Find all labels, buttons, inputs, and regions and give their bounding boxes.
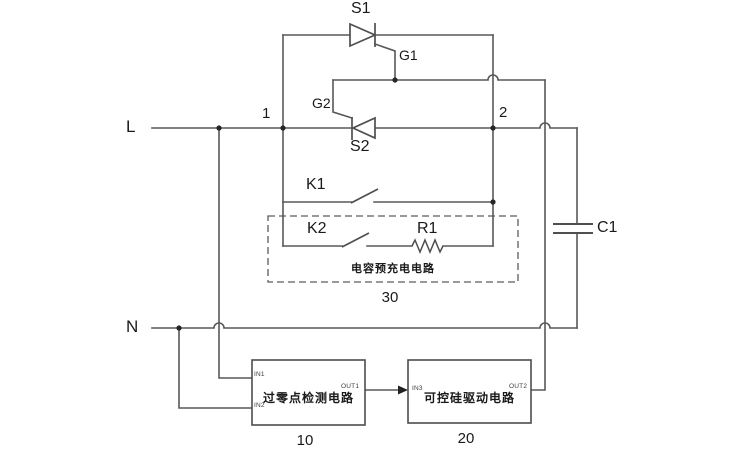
wire-in2-branch bbox=[178, 327, 253, 409]
driver-box-ref: 20 bbox=[457, 430, 475, 447]
label-relay-k2: K2 bbox=[307, 220, 327, 237]
wire-neutral-rail bbox=[151, 322, 578, 329]
junction-dot bbox=[280, 125, 286, 131]
label-node-2: 2 bbox=[499, 104, 508, 121]
detector-port-in1: IN1 bbox=[254, 371, 265, 378]
label-node-1: 1 bbox=[262, 105, 271, 122]
wire-live-rail-right bbox=[374, 122, 578, 129]
thyristor-s1-triangle bbox=[349, 22, 378, 48]
junction-dot bbox=[392, 77, 398, 83]
precharge-dashed-box bbox=[267, 215, 519, 283]
driver-port-out2: OUT2 bbox=[509, 383, 528, 390]
resistor-r1-symbol bbox=[411, 238, 444, 254]
detector-box bbox=[251, 359, 366, 426]
wire-gate-rail bbox=[332, 74, 546, 81]
thyristor-s2-symbol bbox=[350, 116, 376, 140]
arrowhead-out1-in3 bbox=[398, 385, 408, 395]
detector-port-out1: OUT1 bbox=[341, 383, 360, 390]
driver-box-title: 可控硅驱动电路 bbox=[423, 391, 515, 405]
wire-gate-g2 bbox=[332, 79, 354, 120]
detector-box-title: 过零点检测电路 bbox=[262, 391, 354, 405]
label-gate-g1: G1 bbox=[399, 47, 418, 63]
label-live-terminal: L bbox=[126, 117, 136, 136]
junction-dot bbox=[490, 199, 496, 205]
label-resistor-r1: R1 bbox=[417, 220, 438, 237]
capacitor-c1-symbol bbox=[553, 223, 593, 234]
label-relay-k1: K1 bbox=[306, 176, 326, 193]
thyristor-s2-triangle bbox=[350, 116, 376, 140]
thyristor-s1-symbol bbox=[349, 22, 378, 48]
wire-gate-g1 bbox=[373, 42, 396, 81]
label-thyristor-s1: S1 bbox=[351, 0, 371, 17]
junction-dots bbox=[176, 77, 496, 331]
driver-box bbox=[407, 359, 532, 424]
detector-port-in2: IN2 bbox=[254, 402, 265, 409]
label-gate-g2: G2 bbox=[312, 95, 331, 111]
switch-k2-blade bbox=[341, 232, 370, 248]
switch-k1-blade bbox=[350, 188, 379, 204]
label-neutral-terminal: N bbox=[126, 317, 139, 336]
junction-dot bbox=[490, 125, 496, 131]
label-thyristor-s2: S2 bbox=[350, 138, 370, 155]
detector-box-ref: 10 bbox=[296, 432, 314, 449]
driver-port-in3: IN3 bbox=[412, 385, 423, 392]
junction-dot bbox=[176, 325, 182, 331]
wire-in1-branch bbox=[218, 127, 253, 379]
precharge-box-ref: 30 bbox=[381, 289, 399, 306]
precharge-box-title: 电容预充电电路 bbox=[351, 263, 435, 275]
wire-out2-feedback bbox=[530, 79, 546, 391]
junction-dot bbox=[216, 125, 222, 131]
label-capacitor-c1: C1 bbox=[597, 219, 618, 236]
